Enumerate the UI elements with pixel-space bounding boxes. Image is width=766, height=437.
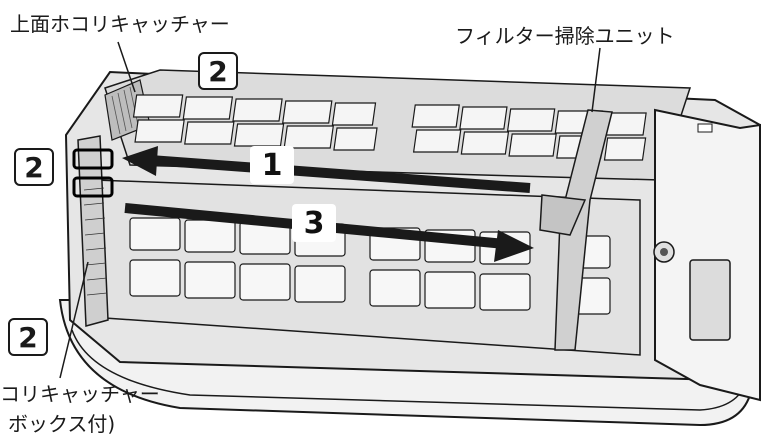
step-box-top: 2 (198, 52, 238, 90)
label-top-dust-catcher: 上面ホコリキャッチャー (10, 12, 230, 36)
label-side-catcher-line2: ボックス付) (8, 412, 116, 436)
right-side-panel (654, 108, 761, 402)
indicator (697, 123, 713, 133)
leader-side-catcher (59, 261, 89, 379)
leader-top-catcher (117, 41, 136, 93)
knob-center (660, 248, 668, 256)
label-side-catcher-line1: コリキャッチャー (0, 382, 160, 406)
catcher-highlight-top (72, 148, 114, 170)
control-box (689, 259, 731, 341)
front-panel-edge (71, 329, 746, 411)
step-box-bottom: 2 (8, 318, 48, 356)
label-filter-cleaning-unit: フィルター掃除ユニット (455, 24, 675, 48)
step-box-left: 2 (14, 148, 54, 186)
top-filter-left (132, 94, 378, 151)
catcher-mesh (111, 86, 139, 135)
step-number-3: 3 (292, 204, 336, 242)
arrow-1 (122, 146, 531, 193)
filter-cleaning-unit-base (539, 194, 587, 236)
step-number-1: 1 (250, 146, 294, 184)
side-catcher-mesh (83, 187, 108, 296)
leader-filter-unit (591, 47, 601, 113)
catcher-highlight-bottom (72, 176, 114, 198)
